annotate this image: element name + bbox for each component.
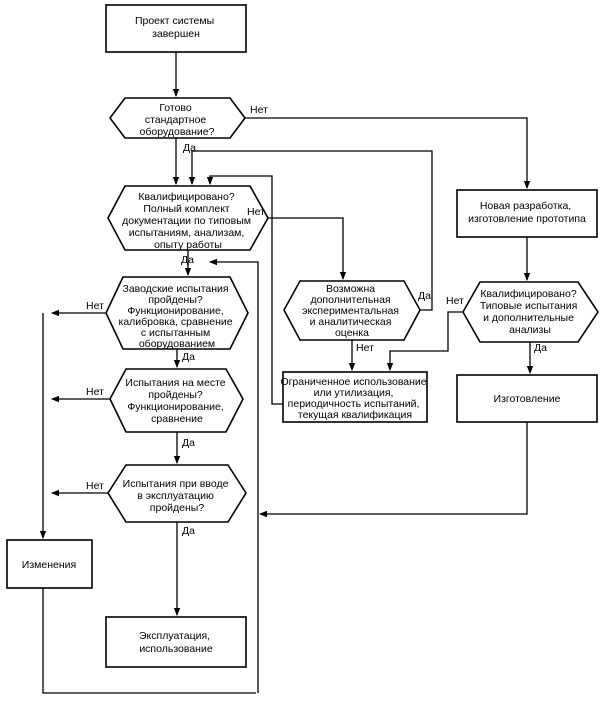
svg-text:Эксплуатация, использова: Эксплуатация, использование (139, 630, 213, 655)
label-yes-site: Да (182, 437, 195, 449)
svg-text:Испытания при вводе в эк: Испытания при вводе в эксплуатацию пройд… (123, 478, 232, 514)
edge-limited-use-loop (206, 175, 283, 405)
svg-text:Изготовление: Изготовление (494, 393, 561, 405)
svg-text:Ограниченное использование: Ограниченное использование или утилизаци… (280, 376, 429, 421)
label-yes-qualified: Да (181, 254, 194, 266)
svg-text:Квалифицировано? Типовые: Квалифицировано? Типовые испытания и доп… (480, 288, 580, 336)
node-new-development: Новая разработка, изготовление прототипа (456, 189, 598, 238)
label-no-site: Нет (86, 386, 104, 398)
label-yes-factory: Да (182, 351, 195, 363)
edge-qualified-no (268, 217, 347, 280)
svg-text:Квалифицировано? Полный: Квалифицировано? Полный комплект докумен… (122, 191, 254, 251)
connectors (39, 52, 534, 694)
decision-standard-equipment: Готово стандартное оборудование? (109, 97, 246, 139)
edge-typical-no (386, 311, 463, 371)
edge-changes-return (42, 588, 256, 694)
label-no-typical: Нет (446, 295, 464, 307)
edge-labels: Да Нет Да Нет Да Нет Нет Да Нет Да Нет Д… (86, 104, 547, 537)
edge-manufacture-return (259, 422, 528, 518)
decision-commissioning-tests: Испытания при вводе в эксплуатацию пройд… (107, 464, 247, 523)
label-no-qualified: Нет (247, 206, 265, 218)
decision-additional-evaluation: Возможна дополнительная экспериментальна… (283, 280, 421, 341)
decision-qualified-documentation: Квалифицировано? Полный комплект докумен… (107, 185, 269, 251)
label-yes-typical: Да (534, 342, 547, 354)
edge-return-to-factory (209, 258, 259, 693)
label-yes-evaluation: Да (418, 290, 431, 302)
node-limited-use: Ограниченное использование или утилизаци… (280, 371, 429, 423)
node-start-label: Проект системы завершен (135, 15, 217, 40)
decision-site-tests: Испытания на месте пройдены? Функциониро… (109, 368, 244, 433)
svg-text:Заводские испытания прой: Заводские испытания пройдены? Функционир… (119, 283, 236, 350)
node-start: Проект системы завершен (105, 4, 247, 53)
label-yes-commissioning: Да (182, 525, 195, 537)
label-no-factory: Нет (86, 300, 104, 312)
label-no-standard: Нет (250, 104, 268, 116)
label-no-commissioning: Нет (86, 480, 104, 492)
svg-text:Изменения: Изменения (22, 559, 76, 571)
svg-text:Новая разработка, изгото: Новая разработка, изготовление прототипа (468, 200, 586, 225)
label-yes-standard: Да (183, 142, 196, 154)
edge-evaluation-yes (188, 150, 433, 311)
decision-typical-tests: Квалифицировано? Типовые испытания и доп… (462, 281, 599, 343)
edge-standard-no (245, 117, 531, 189)
label-no-evaluation: Нет (356, 342, 374, 354)
node-operation: Эксплуатация, использование (105, 616, 247, 668)
node-changes: Изменения (6, 539, 93, 589)
svg-text:Возможна дополнительная: Возможна дополнительная экспериментальна… (302, 283, 402, 339)
decision-factory-tests: Заводские испытания пройдены? Функционир… (105, 276, 249, 350)
svg-text:Испытания на месте пройд: Испытания на месте пройдены? Функциониро… (125, 377, 228, 425)
node-manufacture: Изготовление (456, 374, 598, 423)
svg-text:Готово стандартное: Готово стандартное оборудование? (140, 102, 215, 138)
